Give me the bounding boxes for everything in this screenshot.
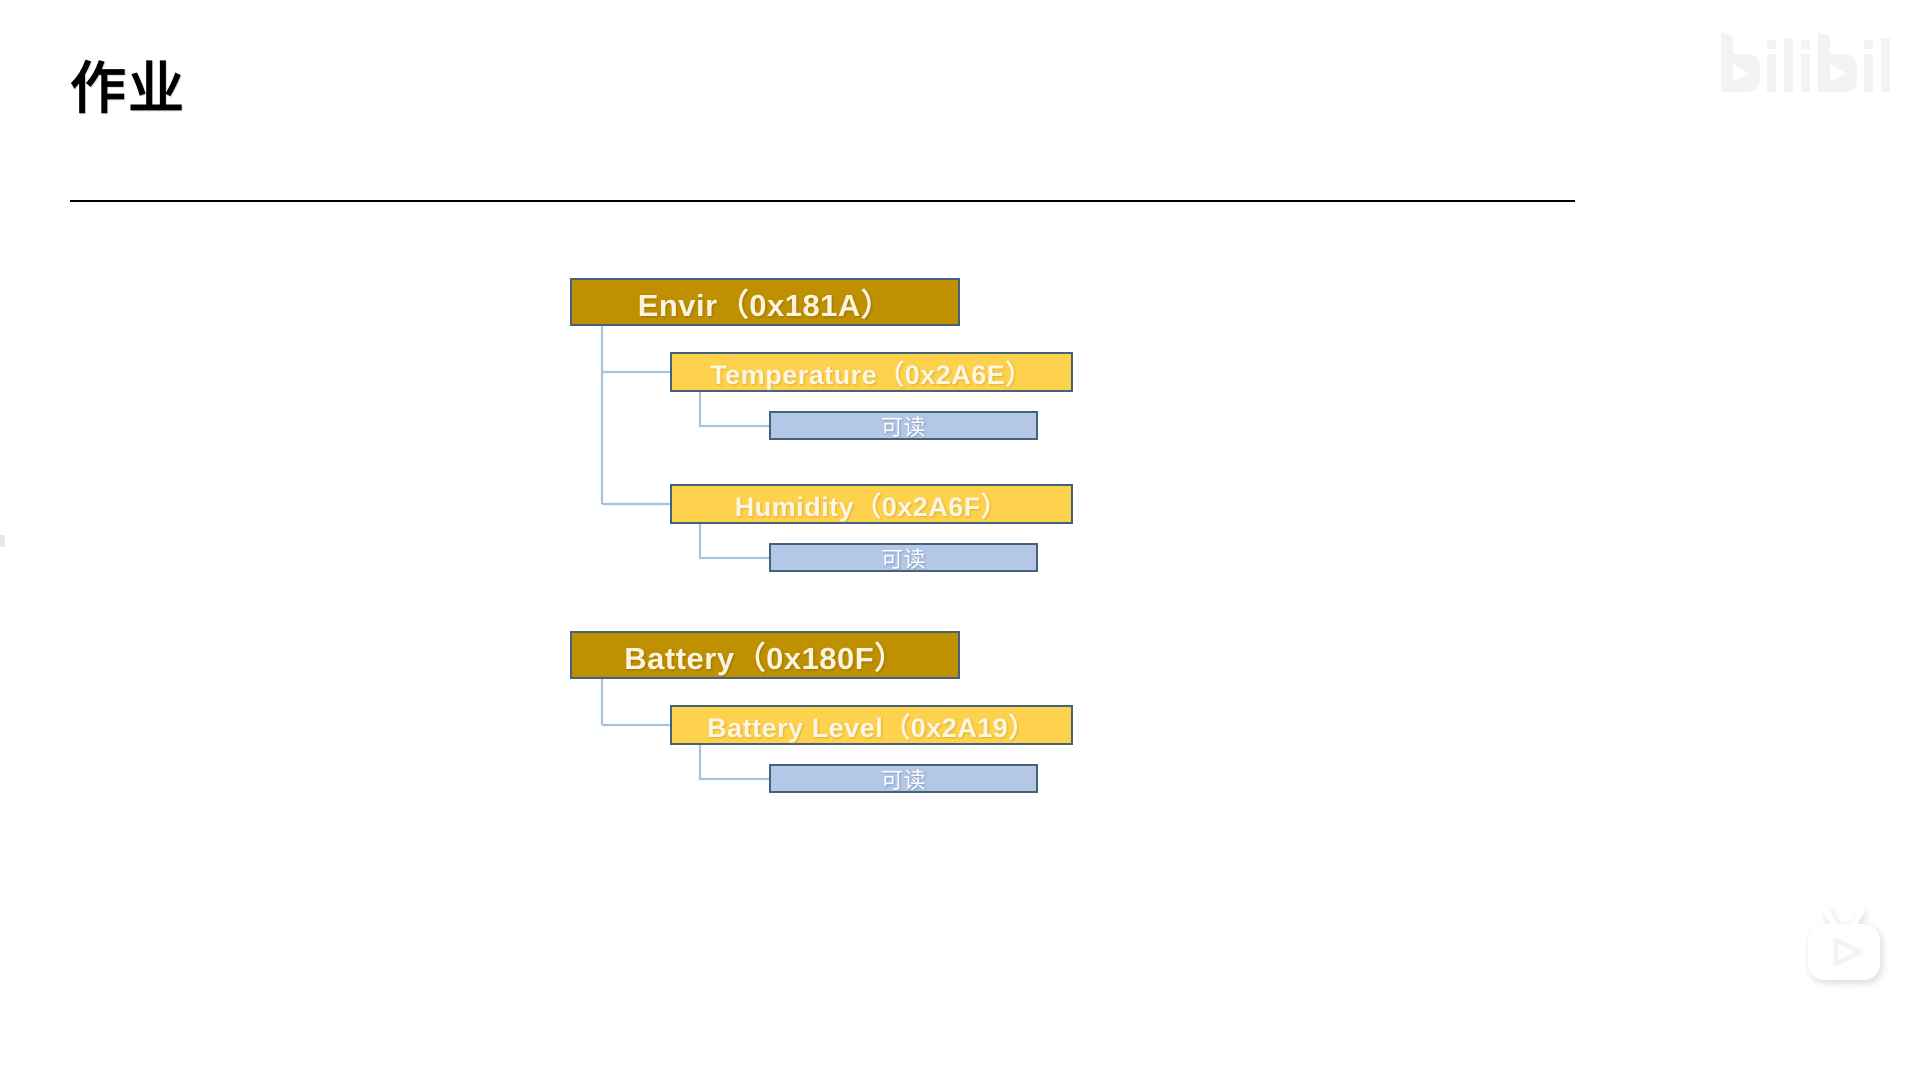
property-node-temperature-readable[interactable]: 可读 xyxy=(769,411,1038,440)
characteristic-node-temperature[interactable]: Temperature（0x2A6E） xyxy=(670,352,1073,392)
bilibili-tv-play-icon xyxy=(1808,907,1880,980)
property-node-humidity-readable[interactable]: 可读 xyxy=(769,543,1038,572)
characteristic-node-battery-level[interactable]: Battery Level（0x2A19） xyxy=(670,705,1073,745)
property-node-battery-level-readable[interactable]: 可读 xyxy=(769,764,1038,793)
service-node-envir[interactable]: Envir（0x181A） xyxy=(570,278,960,326)
bilibili-wordmark-icon xyxy=(1721,32,1890,92)
page-title: 作业 xyxy=(70,57,186,120)
characteristic-node-humidity[interactable]: Humidity（0x2A6F） xyxy=(670,484,1073,524)
title-divider xyxy=(70,200,1575,202)
edge-artifact xyxy=(0,535,5,547)
service-node-battery[interactable]: Battery（0x180F） xyxy=(570,631,960,679)
